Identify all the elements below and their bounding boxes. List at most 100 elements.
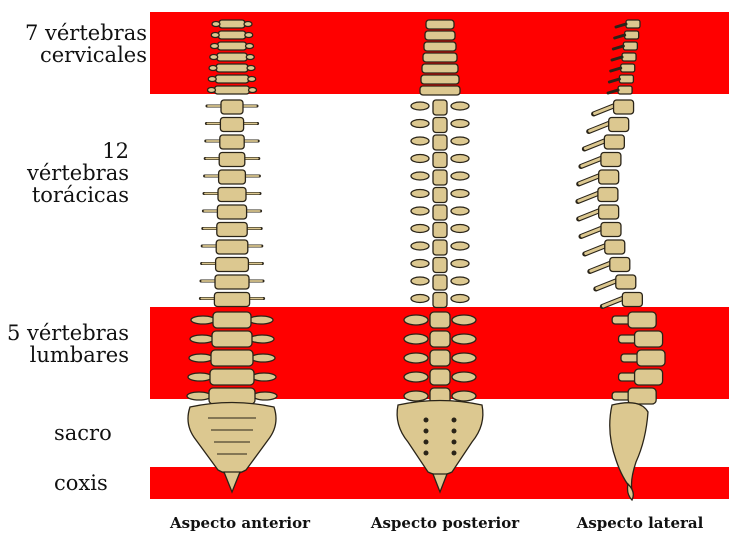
transverse-process: [452, 334, 476, 344]
vertebra: [215, 275, 249, 289]
spinous-process: [615, 35, 625, 38]
vertebra: [218, 42, 247, 50]
transverse-process: [411, 120, 429, 128]
transverse-process: [246, 55, 254, 60]
vertebral-body: [599, 170, 619, 184]
transverse-process: [209, 66, 217, 71]
transverse-process: [404, 353, 428, 363]
vertebral-body: [609, 118, 629, 132]
vertebra: [217, 205, 246, 219]
transverse-process: [451, 120, 469, 128]
spinous-process: [433, 258, 447, 273]
posterior-spine: [397, 20, 483, 492]
transverse-process: [451, 225, 469, 233]
vertebra: [215, 86, 250, 94]
sacral-foramen: [424, 429, 429, 434]
sacral-foramen: [452, 429, 457, 434]
transverse-process: [411, 242, 429, 250]
transverse-process: [191, 316, 215, 324]
transverse-process: [451, 207, 469, 215]
vertebral-body: [628, 312, 656, 328]
spinous-process: [621, 354, 639, 362]
vertebral-body: [623, 42, 637, 50]
vertebra: [217, 53, 248, 61]
vertebral-body: [635, 331, 663, 347]
sacrum: [188, 403, 276, 475]
transverse-process: [249, 316, 273, 324]
sacral-foramen: [452, 440, 457, 445]
spinous-process: [611, 68, 621, 71]
vertebra: [209, 388, 255, 404]
transverse-process: [451, 295, 469, 303]
transverse-process: [411, 102, 429, 110]
transverse-process: [411, 155, 429, 163]
vertebral-body: [601, 153, 621, 167]
vertebra: [218, 31, 246, 39]
transverse-process: [252, 373, 276, 381]
caption-lateral: Aspecto lateral: [565, 514, 715, 532]
vertebral-body: [622, 293, 642, 307]
spinous-process: [433, 275, 447, 290]
vertebral-body: [625, 31, 639, 39]
vertebral-body: [637, 350, 665, 366]
transverse-process: [451, 137, 469, 145]
spinous-process: [433, 100, 447, 115]
transverse-process: [411, 277, 429, 285]
vertebral-body: [599, 205, 619, 219]
transverse-process: [411, 190, 429, 198]
vertebra: [215, 75, 249, 83]
transverse-process: [411, 172, 429, 180]
spinous-process: [430, 369, 450, 385]
transverse-process: [451, 102, 469, 110]
spinous-process: [612, 316, 630, 324]
vertebral-body: [635, 369, 663, 385]
vertebra: [214, 293, 249, 307]
vertebra: [216, 258, 249, 272]
transverse-process: [411, 137, 429, 145]
sacral-foramen: [452, 451, 457, 456]
vertebra: [422, 64, 458, 73]
spinous-process: [608, 90, 618, 93]
vertebral-body: [614, 100, 634, 114]
transverse-process: [245, 33, 253, 38]
vertebra: [212, 331, 252, 347]
transverse-process: [451, 172, 469, 180]
lateral-spine: [578, 20, 665, 500]
vertebra: [219, 170, 246, 184]
transverse-process: [210, 55, 218, 60]
transverse-process: [208, 77, 216, 82]
transverse-process: [187, 392, 211, 400]
transverse-process: [452, 372, 476, 382]
transverse-process: [411, 225, 429, 233]
spinous-process: [430, 350, 450, 366]
vertebra: [220, 135, 244, 149]
sacrum: [397, 401, 483, 476]
transverse-process: [452, 391, 476, 401]
vertebral-body: [605, 240, 625, 254]
spinous-process: [433, 170, 447, 185]
coccyx: [433, 474, 447, 492]
sacral-foramen: [424, 418, 429, 423]
spinous-process: [609, 79, 619, 82]
transverse-process: [208, 88, 216, 93]
vertebra: [220, 118, 243, 132]
vertebral-body: [619, 75, 633, 83]
transverse-process: [451, 155, 469, 163]
spinous-process: [619, 373, 637, 381]
spinous-process: [616, 24, 626, 27]
transverse-process: [188, 373, 212, 381]
vertebral-body: [621, 64, 635, 72]
vertebra: [423, 53, 457, 62]
transverse-process: [411, 260, 429, 268]
transverse-process: [253, 392, 277, 400]
spinous-process: [433, 153, 447, 168]
spinous-process: [433, 223, 447, 238]
vertebra: [216, 240, 248, 254]
transverse-process: [251, 354, 275, 362]
vertebral-body: [622, 53, 636, 61]
vertebra: [219, 20, 245, 28]
transverse-process: [451, 260, 469, 268]
vertebra: [425, 31, 455, 40]
vertebral-body: [616, 275, 636, 289]
